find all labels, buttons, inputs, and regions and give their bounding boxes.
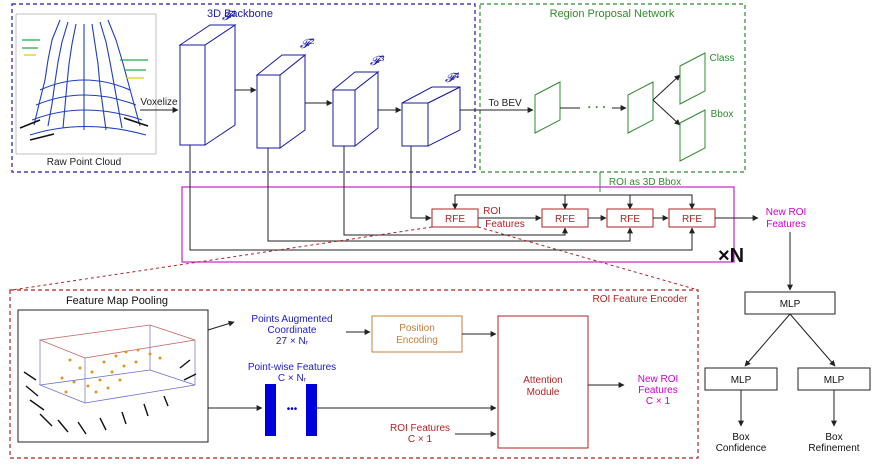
feature-volume-3 <box>331 70 380 148</box>
feature-label-4: 𝓕⁴ <box>445 71 460 86</box>
bbox-branch-arrow <box>652 99 681 126</box>
roi-features-in-label-1: ROI Features <box>390 423 450 434</box>
new-roi-label-1: New ROI <box>766 207 807 218</box>
feature-label-3: 𝓕³ <box>370 54 385 69</box>
attention-module-block <box>497 315 589 449</box>
rpn-layer-1 <box>534 81 561 134</box>
backbone-title: 3D Backbone <box>207 8 273 20</box>
roi-features-in-label-2: C × 1 <box>408 434 433 445</box>
feature-volume-4 <box>401 86 461 147</box>
pointwise-bar-2 <box>306 384 317 436</box>
refinement-region <box>181 186 735 263</box>
box-refinement-label-2: Refinement <box>808 443 859 454</box>
encoder-new-roi-label-1: New ROI <box>638 374 679 385</box>
pointwise-dots: ••• <box>287 404 298 415</box>
rpn-ellipsis: · · · <box>588 100 607 114</box>
rfe-label-4: RFE <box>682 214 702 225</box>
box-confidence-label-2: Confidence <box>716 443 767 454</box>
mlp-top-label: MLP <box>780 299 801 310</box>
feature-volume-2 <box>255 53 307 149</box>
repeat-n-label: ×N <box>718 245 744 267</box>
pointwise-bar-1 <box>265 384 276 436</box>
mlp-left-label: MLP <box>731 375 752 386</box>
encoder-title: ROI Feature Encoder <box>592 294 688 305</box>
new-roi-label-2: Features <box>766 219 805 230</box>
attention-label-2: Module <box>527 387 560 398</box>
pts-aug-label-2: Coordinate <box>268 325 317 336</box>
class-branch-arrow <box>652 74 681 101</box>
class-head <box>679 52 706 105</box>
box-confidence-label-1: Box <box>732 432 749 443</box>
voxelize-label: Voxelize <box>140 97 178 108</box>
pts-aug-arrow <box>207 320 235 331</box>
position-encoding-label-1: Position <box>399 323 435 334</box>
position-encoding-label-2: Encoding <box>396 335 438 346</box>
rpn-title: Region Proposal Network <box>550 8 675 20</box>
pointwise-label-2: C × Nᵣ <box>278 373 307 384</box>
encoder-region <box>9 289 699 459</box>
zoom-line-right <box>477 226 699 291</box>
mlp-to-right-arrow <box>789 313 836 367</box>
bbox-label: Bbox <box>711 109 734 120</box>
pooled-point-cloud-image <box>17 309 209 443</box>
roi-features-label-1: ROI <box>483 206 501 217</box>
feature-label-1: 𝓕¹ <box>222 9 237 24</box>
zoom-line-left <box>11 226 433 291</box>
roi-features-label-2: Features <box>485 219 524 230</box>
f2-to-rfe3-connection <box>267 148 633 242</box>
pooling-title: Feature Map Pooling <box>66 295 168 307</box>
bbox-head <box>679 109 706 162</box>
box-refinement-label-1: Box <box>825 432 842 443</box>
raw-point-cloud-label: Raw Point Cloud <box>47 157 121 168</box>
rfe-label-3: RFE <box>620 214 640 225</box>
mlp-right-label: MLP <box>824 375 845 386</box>
raw-point-cloud-image <box>15 13 157 155</box>
rfe-label-1: RFE <box>445 214 465 225</box>
feature-volume-1 <box>178 24 237 146</box>
f1-to-rfe4-connection <box>189 145 695 251</box>
pointwise-label-1: Point-wise Features <box>248 362 336 373</box>
encoder-new-roi-label-2: Features <box>638 385 677 396</box>
backbone-region <box>11 3 476 173</box>
f4-to-rfe1-connection <box>410 146 432 221</box>
class-label: Class <box>709 53 734 64</box>
rfe-label-2: RFE <box>555 214 575 225</box>
pts-aug-label-3: 27 × Nᵣ <box>276 336 309 347</box>
attention-label-1: Attention <box>523 375 562 386</box>
position-encoding-block <box>371 315 463 353</box>
feature-label-2: 𝓕² <box>300 37 315 52</box>
roi-3d-bbox-label: ROI as 3D Bbox <box>609 177 681 188</box>
pts-aug-label-1: Points Augmented <box>251 314 332 325</box>
rpn-layer-2 <box>627 81 654 134</box>
encoder-new-roi-label-3: C × 1 <box>646 396 671 407</box>
to-bev-label: To BEV <box>488 98 522 109</box>
f3-to-rfe2-connection <box>343 146 568 236</box>
mlp-to-left-arrow <box>744 313 791 367</box>
